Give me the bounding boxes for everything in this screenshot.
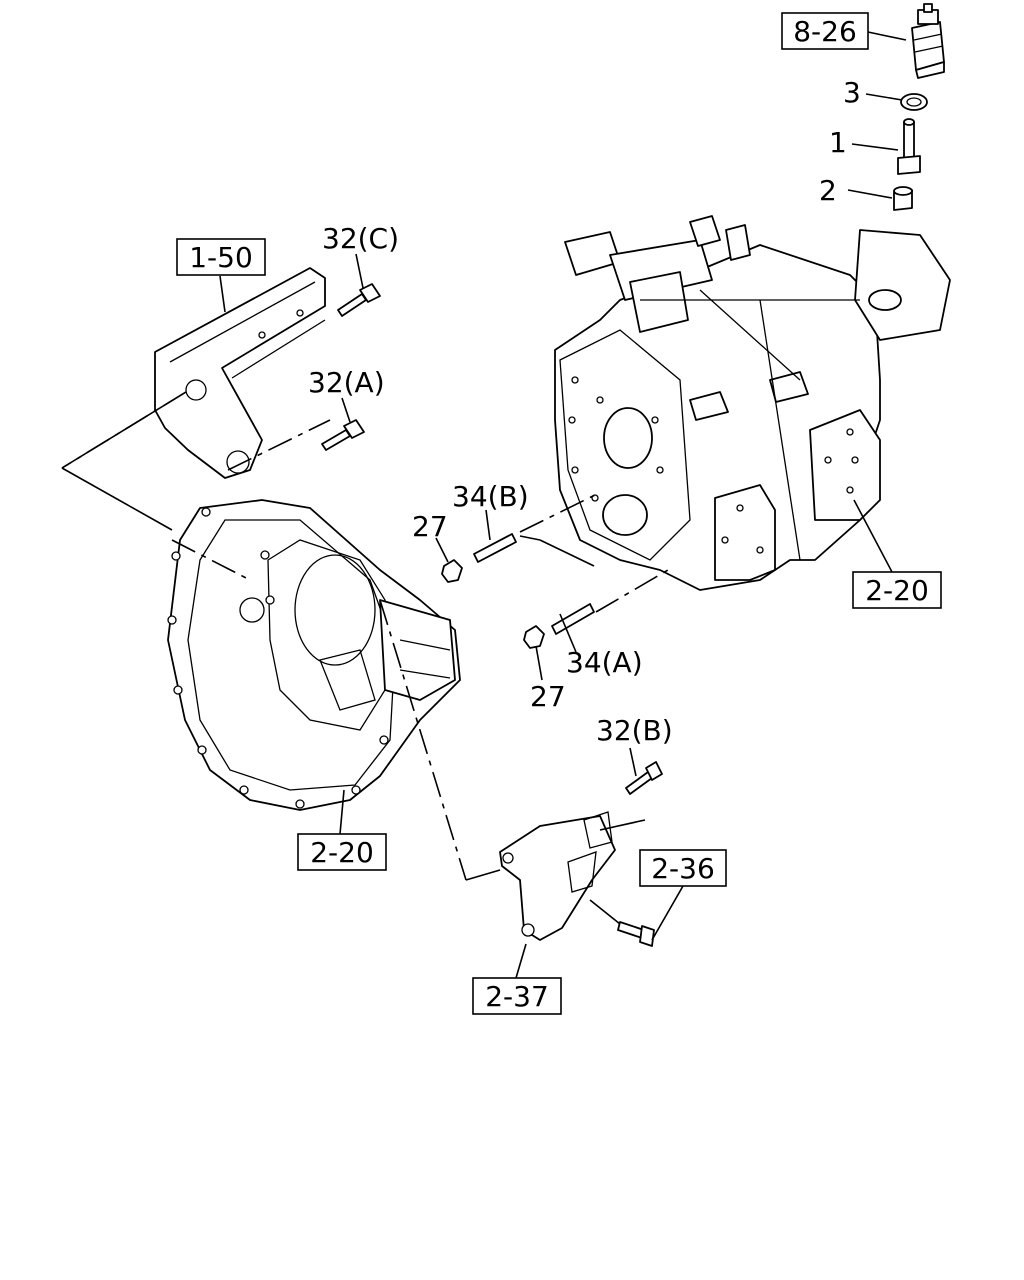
svg-text:1-50: 1-50 bbox=[189, 241, 253, 274]
svg-text:2-37: 2-37 bbox=[485, 980, 549, 1013]
driven-gear-shaft bbox=[897, 118, 921, 175]
ref-box-2-37[interactable]: 2-37 bbox=[472, 977, 562, 1015]
callout-32b: 32(B) bbox=[596, 714, 673, 747]
svg-text:2-36: 2-36 bbox=[651, 852, 715, 885]
callout-34a: 34(A) bbox=[566, 646, 643, 679]
lower-bracket bbox=[499, 811, 616, 941]
nut-27-bottom bbox=[523, 625, 545, 649]
bolt-32c bbox=[337, 283, 381, 317]
sleeve bbox=[893, 186, 913, 211]
o-ring bbox=[900, 93, 928, 111]
rear-mount-bracket bbox=[154, 267, 326, 479]
callout-32a: 32(A) bbox=[308, 366, 385, 399]
ref-box-2-20-right[interactable]: 2-20 bbox=[852, 571, 942, 609]
nut-27-top bbox=[441, 559, 463, 583]
svg-text:2-20: 2-20 bbox=[865, 574, 929, 607]
stud-34b bbox=[473, 533, 517, 563]
svg-text:8-26: 8-26 bbox=[793, 15, 857, 48]
bolt-32a bbox=[321, 419, 365, 451]
callout-2: 2 bbox=[819, 174, 837, 207]
transmission-case bbox=[554, 215, 951, 591]
stud-34a bbox=[551, 603, 595, 635]
leader-lines bbox=[61, 31, 907, 979]
bolt-2-36 bbox=[617, 921, 655, 947]
ref-box-2-20-left[interactable]: 2-20 bbox=[297, 833, 387, 871]
svg-text:2-20: 2-20 bbox=[310, 836, 374, 869]
callout-3: 3 bbox=[843, 76, 861, 109]
ref-box-2-36[interactable]: 2-36 bbox=[639, 849, 727, 887]
callout-32c: 32(C) bbox=[322, 222, 399, 255]
ref-box-8-26[interactable]: 8-26 bbox=[781, 12, 869, 50]
callout-27-bottom: 27 bbox=[530, 680, 566, 713]
ref-box-1-50[interactable]: 1-50 bbox=[176, 238, 266, 276]
clutch-housing bbox=[167, 499, 461, 811]
speed-sensor bbox=[911, 3, 945, 79]
callout-34b: 34(B) bbox=[452, 480, 529, 513]
bolt-32b bbox=[625, 761, 663, 795]
callout-1: 1 bbox=[829, 126, 847, 159]
callout-27-top: 27 bbox=[412, 510, 448, 543]
